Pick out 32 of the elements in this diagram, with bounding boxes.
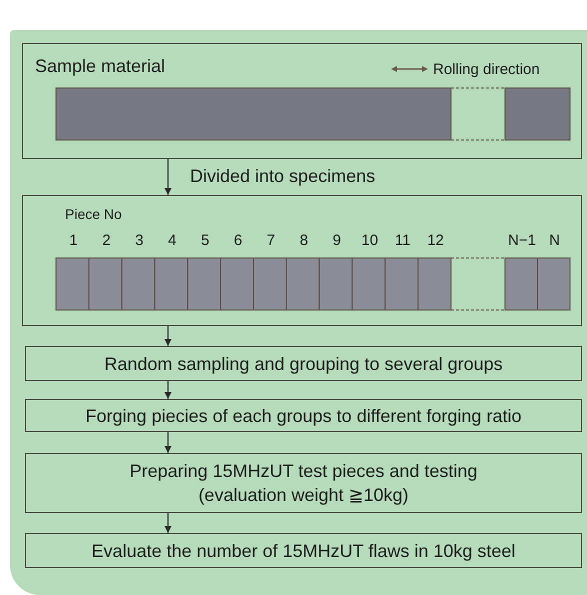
box-heading: Piece No	[65, 206, 122, 222]
process-box	[25, 533, 582, 568]
process-box	[22, 43, 582, 159]
piece-number: 4	[168, 232, 176, 249]
piece-number: 2	[102, 232, 111, 249]
piece-number: 5	[200, 232, 210, 249]
step-text: Forging piecies of each groups to different forging ratio	[86, 404, 522, 428]
piece-number: 6	[234, 232, 242, 249]
step-text: Evaluate the number of 15MHzUT flaws in 10kg steel	[92, 540, 516, 562]
piece-number: 10	[361, 232, 378, 249]
piece-number: 12	[427, 232, 444, 249]
arrow	[164, 513, 172, 533]
piece-number: 8	[300, 232, 308, 249]
step-text: Random sampling and grouping to several groups	[104, 352, 503, 376]
arrow	[164, 326, 172, 346]
piece-number: 11	[394, 232, 410, 249]
piece-number: 7	[266, 232, 276, 249]
process-box	[25, 399, 582, 432]
process-box	[22, 195, 582, 326]
piece-number: 1	[69, 232, 78, 249]
arrow	[164, 381, 172, 399]
piece-number: N	[549, 232, 560, 249]
arrow	[164, 159, 172, 195]
process-box	[25, 346, 582, 381]
arrow	[164, 432, 172, 453]
piece-number: 9	[332, 232, 341, 249]
legend-text: Rolling direction	[433, 61, 540, 78]
piece-number: N−1	[508, 232, 536, 249]
process-box	[25, 453, 582, 513]
box-heading: Sample material	[35, 56, 166, 77]
piece-number: 3	[135, 232, 144, 249]
step-text: Preparing 15MHzUT test pieces and testing (evaluation weight ≧10kg)	[128, 460, 478, 507]
